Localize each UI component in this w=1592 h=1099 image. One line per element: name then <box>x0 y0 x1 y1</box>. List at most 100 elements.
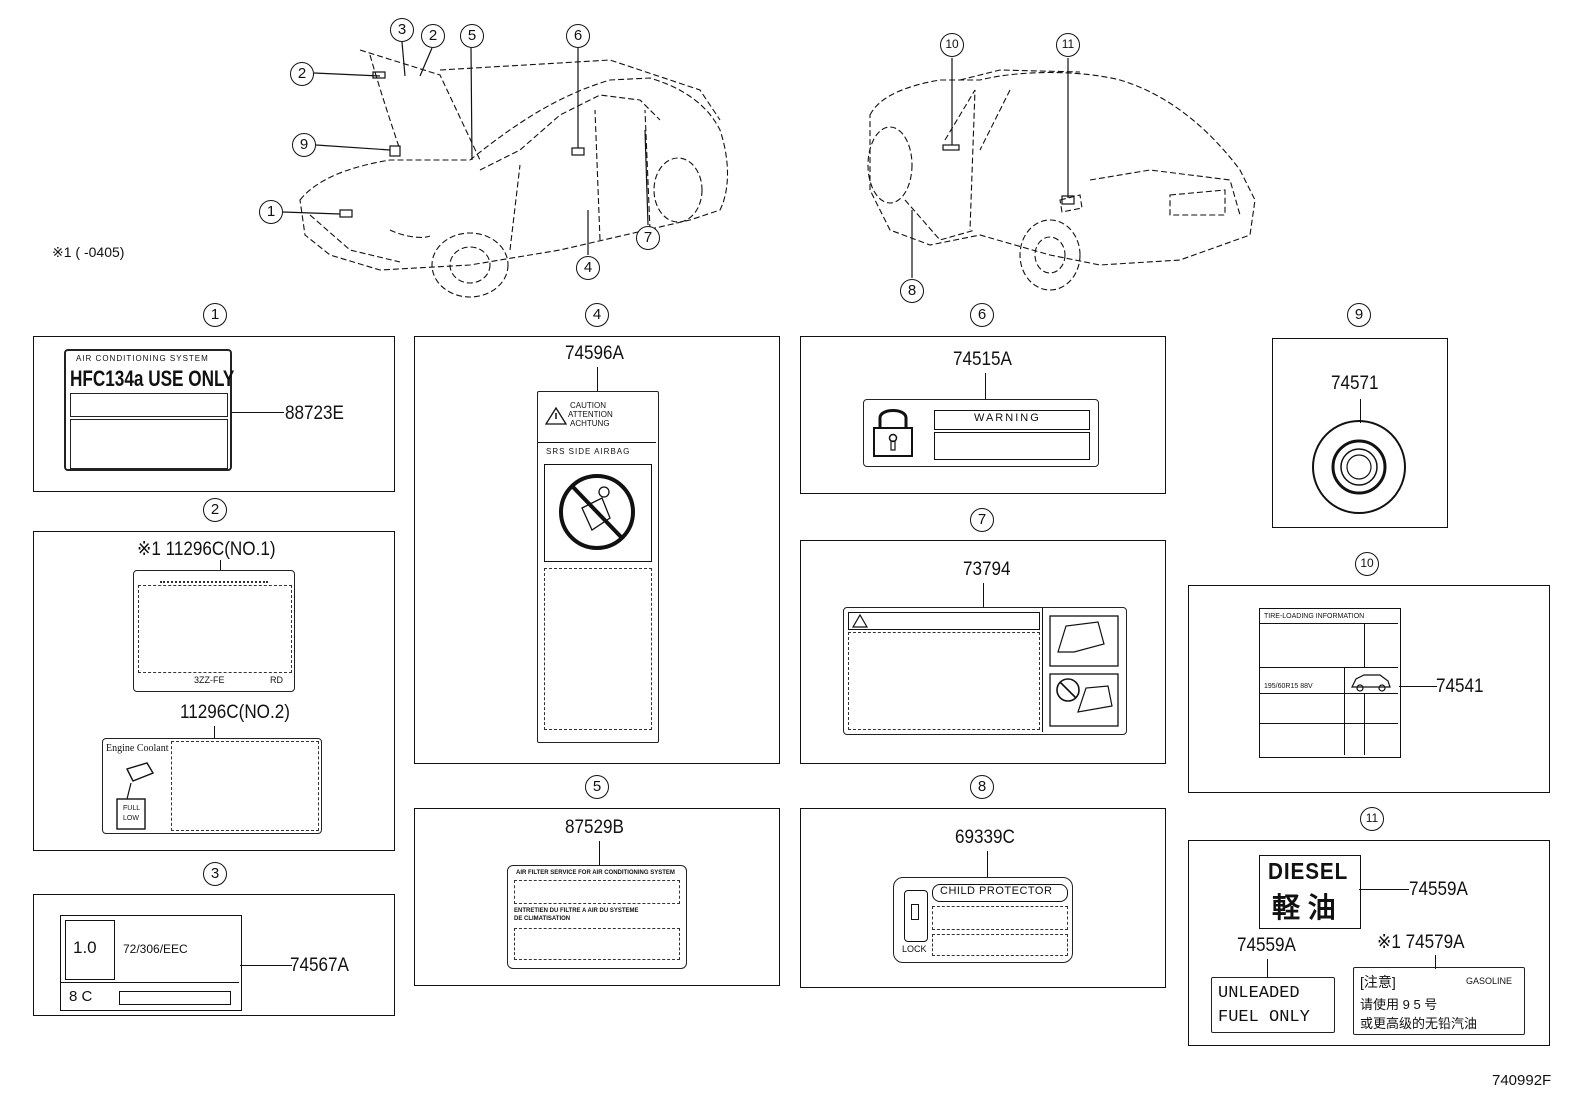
part-69339C: 69339C <box>955 827 1015 848</box>
callout-10: 10 <box>940 33 964 57</box>
callout-9: 9 <box>292 133 316 157</box>
panel-4-number: 4 <box>585 303 609 327</box>
panel-9: 74571 <box>1272 338 1448 528</box>
hfc-label-header: AIR CONDITIONING SYSTEM <box>76 354 209 363</box>
warning-triangle-icon <box>544 406 568 425</box>
panel-8-number: 8 <box>970 775 994 799</box>
padlock-icon <box>873 409 913 457</box>
part-11296C-no2: 11296C(NO.2) <box>180 702 290 723</box>
srs-side-airbag-text: SRS SIDE AIRBAG <box>546 447 631 456</box>
coolant-bottle-icon <box>116 762 155 830</box>
use-95-text: 请使用 9 5 号 <box>1360 997 1438 1012</box>
car-icon <box>1351 674 1391 692</box>
part-74541: 74541 <box>1436 676 1484 697</box>
tire-size: 195/60R15 88V <box>1264 683 1313 690</box>
panel-11-number: 11 <box>1360 807 1384 831</box>
air-filter-line1: AIR FILTER SERVICE FOR AIR CONDITIONING … <box>516 870 675 876</box>
leader-lines <box>282 41 1069 278</box>
warning-triangle-icon-small <box>851 613 869 628</box>
air-filter-line3: DE CLIMATISATION <box>514 916 571 922</box>
hfc-label-main: HFC134a USE ONLY <box>70 366 235 391</box>
callout-3: 3 <box>390 18 414 42</box>
callout-11: 11 <box>1056 33 1080 57</box>
round-label-icon <box>1312 420 1406 514</box>
panel-1-number: 1 <box>203 303 227 327</box>
air-filter-line2: ENTRETIEN DU FILTRE A AIR DU SYSTEME <box>514 908 639 914</box>
attention-text: ATTENTION <box>568 410 613 419</box>
drawing-code: 740992F <box>1492 1072 1552 1089</box>
attention-kanji: [注意] <box>1360 974 1396 990</box>
part-74596A: 74596A <box>565 343 624 364</box>
refrigerant-amount: 1.0 <box>73 938 97 957</box>
lock-text: LOCK <box>902 944 927 954</box>
hfc-label-field-2 <box>70 419 228 469</box>
rear-car-drawing <box>867 69 1256 291</box>
panel-7-number: 7 <box>970 508 994 532</box>
hfc-label-field <box>70 393 228 417</box>
fuel-only-text: FUEL ONLY <box>1218 1008 1310 1027</box>
tire-loading-label: TIRE-LOADING INFORMATION 195/60R15 88V <box>1259 608 1401 758</box>
child-protector-text: CHILD PROTECTOR <box>940 885 1053 897</box>
tire-loading-header: TIRE-LOADING INFORMATION <box>1264 613 1365 620</box>
panel-8: 69339C LOCK CHILD PROTECTOR <box>800 808 1166 988</box>
emission-label: 3ZZ-FE RD <box>133 570 295 692</box>
callout-2-left: 2 <box>290 62 314 86</box>
coolant-title: Engine Coolant <box>106 743 169 754</box>
hfc-label: AIR CONDITIONING SYSTEM HFC134a USE ONLY <box>64 349 235 471</box>
part-74567A: 74567A <box>290 955 349 976</box>
diesel-text: DIESEL <box>1268 858 1349 884</box>
panel-3-number: 3 <box>203 862 227 886</box>
callout-6: 6 <box>566 24 590 48</box>
part-74579A: ※1 74579A <box>1377 932 1465 953</box>
rd-text: RD <box>270 675 283 685</box>
panel-3: 1.0 72/306/EEC 8 C 74567A <box>33 894 395 1016</box>
coolant-label: Engine Coolant FULL LOW <box>102 738 322 834</box>
callout-4: 4 <box>576 256 600 280</box>
panel-1: AIR CONDITIONING SYSTEM HFC134a USE ONLY… <box>33 336 395 492</box>
coolant-low: LOW <box>123 815 139 822</box>
part-11296C-no1: ※1 11296C(NO.1) <box>137 539 276 560</box>
part-73794: 73794 <box>963 559 1011 580</box>
car-illustrations <box>282 41 1256 298</box>
panel-5-number: 5 <box>585 775 609 799</box>
panel-9-number: 9 <box>1347 303 1371 327</box>
gasoline-label: [注意] GASOLINE 请使用 9 5 号 或更高级的无铅汽油 <box>1353 967 1525 1035</box>
part-87529B: 87529B <box>565 817 624 838</box>
panel-6-number: 6 <box>970 303 994 327</box>
diesel-kanji: 軽 油 <box>1272 892 1336 923</box>
achtung-text: ACHTUNG <box>570 419 610 428</box>
ac-refrigerant-label: 1.0 72/306/EEC 8 C <box>60 915 242 1011</box>
door-warning-label: WARNING <box>863 399 1099 467</box>
part-74515A: 74515A <box>953 349 1012 370</box>
callout-7: 7 <box>636 226 660 250</box>
unleaded-cn-text: 或更高级的无铅汽油 <box>1360 1016 1478 1031</box>
callout-5: 5 <box>460 24 484 48</box>
side-airbag-label: CAUTION ATTENTION ACHTUNG SRS SIDE AIRBA… <box>537 391 659 743</box>
refrigerant-bottom: 8 C <box>69 988 93 1005</box>
coolant-full: FULL <box>123 805 141 812</box>
callout-8: 8 <box>900 279 924 303</box>
warning-text: WARNING <box>974 412 1041 424</box>
car-label-marks <box>339 71 1075 218</box>
diesel-label: DIESEL 軽 油 <box>1259 855 1361 929</box>
air-filter-label: AIR FILTER SERVICE FOR AIR CONDITIONING … <box>507 865 687 969</box>
eec-code: 72/306/EEC <box>123 942 188 956</box>
no-child-seat-icon <box>559 474 635 550</box>
seat-icons <box>1049 615 1119 727</box>
panel-7: 73794 <box>800 540 1166 764</box>
part-74571: 74571 <box>1331 373 1379 394</box>
panel-5: 87529B AIR FILTER SERVICE FOR AIR CONDIT… <box>414 808 780 986</box>
panel-4: 74596A CAUTION ATTENTION ACHTUNG SRS SID… <box>414 336 780 764</box>
panel-2: ※1 11296C(NO.1) 3ZZ-FE RD 11296C(NO.2) E… <box>33 531 395 851</box>
child-seat-warning-label <box>843 607 1127 735</box>
model-note: ※1 ( -0405) <box>52 244 125 260</box>
panel-10-number: 10 <box>1355 552 1379 576</box>
panel-11: DIESEL 軽 油 74559A 74559A UNLEADED FUEL O… <box>1188 840 1550 1046</box>
panel-6: 74515A WARNING <box>800 336 1166 494</box>
child-protector-label: LOCK CHILD PROTECTOR <box>893 877 1073 963</box>
rear-seat-no-icon <box>1049 673 1119 727</box>
unleaded-text: UNLEADED <box>1218 984 1300 1003</box>
unleaded-label: UNLEADED FUEL ONLY <box>1211 977 1335 1033</box>
part-74559A-unleaded: 74559A <box>1237 935 1296 956</box>
engine-code: 3ZZ-FE <box>194 675 225 685</box>
